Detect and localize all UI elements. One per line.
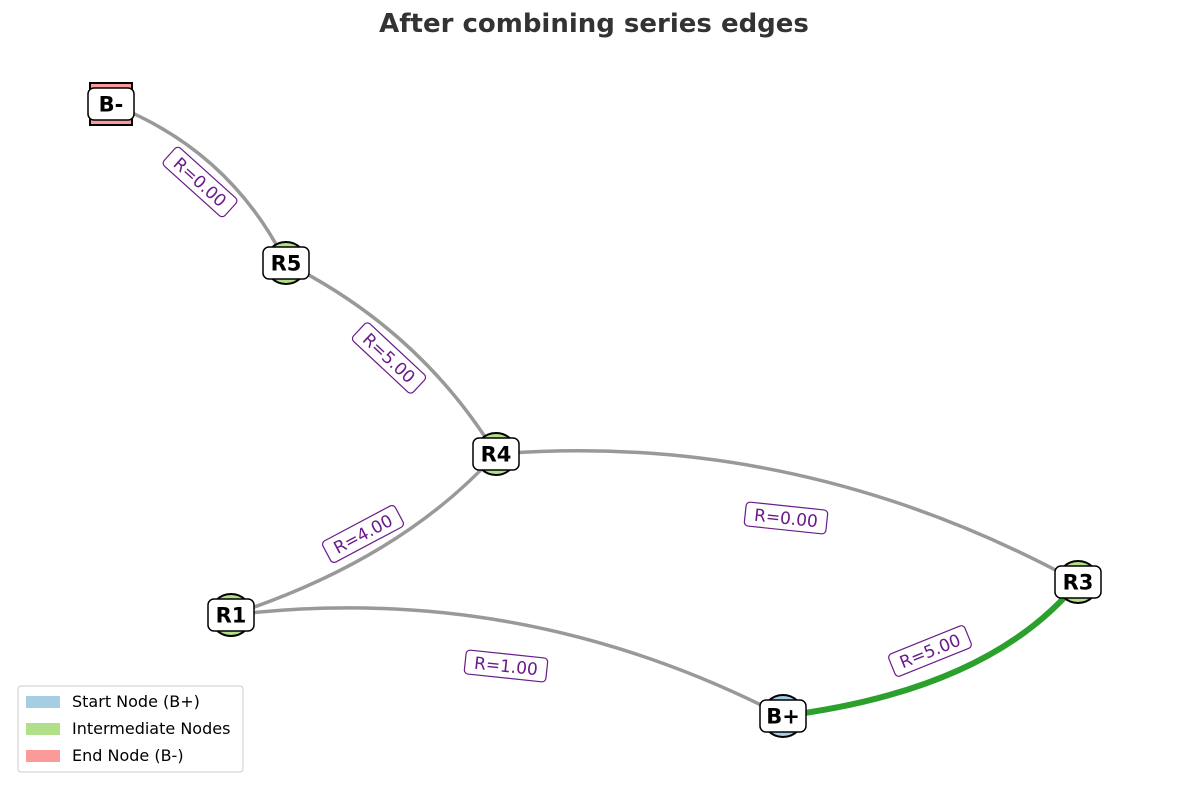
- edge-R5-R4: [284, 261, 498, 456]
- edge-label-text: R=5.00: [897, 631, 964, 673]
- legend-label-start: Start Node (B+): [72, 692, 200, 711]
- node-label: R4: [481, 443, 512, 467]
- legend-swatch-start: [26, 696, 60, 708]
- node-label: B-: [99, 93, 124, 117]
- edge-label: R=0.00: [743, 501, 829, 535]
- node-R4: R4: [472, 432, 520, 476]
- node-R3: R3: [1054, 560, 1102, 604]
- legend-swatch-end: [26, 750, 60, 762]
- edge-R4-R1: [229, 452, 498, 617]
- diagram-title: After combining series edges: [379, 9, 809, 39]
- legend-label-end: End Node (B-): [72, 746, 184, 765]
- edge-label-box: [162, 146, 238, 218]
- edge-label: R=1.00: [463, 649, 549, 683]
- edge-label: R=4.00: [321, 504, 405, 564]
- edge-label-box: [321, 504, 405, 564]
- edge-label: R=5.00: [351, 322, 427, 394]
- edge-R1-B+: [229, 606, 785, 718]
- edge-label-text: R=0.00: [169, 154, 230, 212]
- legend-swatch-intermediate: [26, 723, 60, 735]
- node-label-box: [1054, 565, 1102, 599]
- edge-label-box: [463, 649, 549, 683]
- node-label: R3: [1063, 571, 1094, 595]
- node-label: R5: [271, 252, 302, 276]
- node-label-box: [262, 246, 310, 280]
- edges-layer: [109, 102, 1081, 719]
- legend: Start Node (B+) Intermediate Nodes End N…: [17, 685, 244, 773]
- node-label: B+: [766, 705, 800, 729]
- node-R5: R5: [262, 241, 310, 285]
- edge-label-box: [743, 501, 829, 535]
- edge-label-box: [888, 625, 972, 677]
- node-label-box: [472, 437, 520, 471]
- edge-B--R5: [109, 102, 288, 265]
- edge-B+-R3: [780, 579, 1081, 719]
- edge-label-text: R=5.00: [358, 330, 418, 388]
- node-R1: R1: [207, 593, 255, 637]
- legend-label-intermediate: Intermediate Nodes: [72, 719, 230, 738]
- edge-R4-R3: [494, 449, 1080, 584]
- node-B+: B+: [759, 694, 807, 738]
- node-label: R1: [216, 604, 247, 628]
- node-label-box: [759, 699, 807, 733]
- node-label-box: [87, 87, 135, 121]
- node-B-: B-: [87, 82, 135, 126]
- legend-frame: [17, 685, 244, 773]
- edge-label-box: [351, 322, 427, 394]
- node-label-box: [207, 598, 255, 632]
